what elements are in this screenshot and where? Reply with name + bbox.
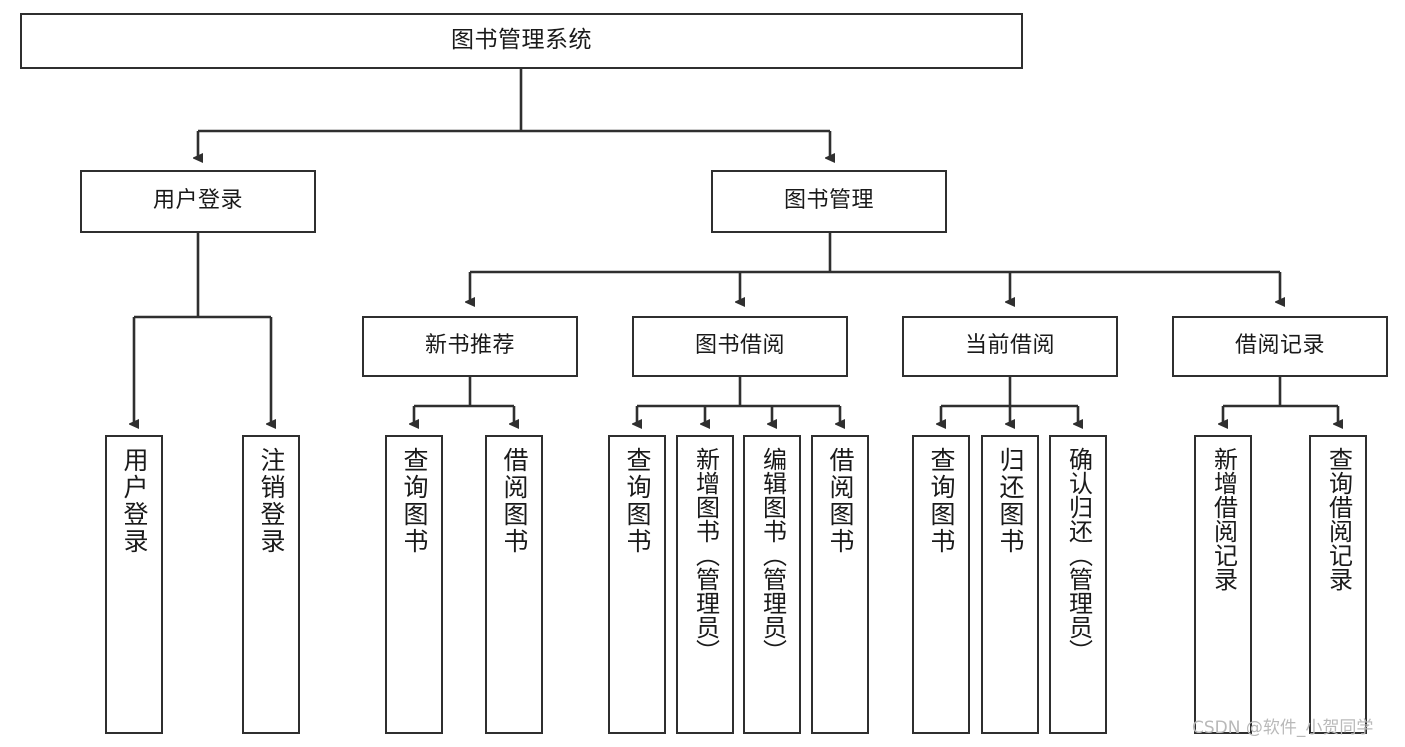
node-label: 新书推荐 (424, 333, 515, 359)
node-label: 图书管理系统 (451, 27, 592, 54)
node-label: 查询图书 (927, 447, 956, 555)
node-label: 用户登录 (120, 447, 149, 555)
node-label: 图书借阅 (694, 333, 785, 359)
node-leaf-query-record[interactable]: 查询借阅记录 (1309, 435, 1367, 734)
node-root-system[interactable]: 图书管理系统 (20, 13, 1023, 69)
node-label: 当前借阅 (964, 333, 1055, 359)
node-label: 借阅图书 (500, 447, 529, 555)
node-label: 借阅记录 (1234, 333, 1325, 359)
node-user-login[interactable]: 用户登录 (80, 170, 316, 233)
node-new-book-recommend[interactable]: 新书推荐 (362, 316, 578, 377)
node-leaf-edit-book[interactable]: 编辑图书（管理员） (743, 435, 801, 734)
node-leaf-confirm-return[interactable]: 确认归还（管理员） (1049, 435, 1107, 734)
node-current-borrow[interactable]: 当前借阅 (902, 316, 1118, 377)
node-label: 图书管理 (783, 188, 874, 214)
watermark: CSDN @软件_小贺同学 (1192, 718, 1374, 738)
node-book-borrow[interactable]: 图书借阅 (632, 316, 848, 377)
node-label: 归还图书 (996, 447, 1025, 555)
node-label: 确认归还（管理员） (1064, 447, 1093, 663)
node-leaf-add-record[interactable]: 新增借阅记录 (1194, 435, 1252, 734)
node-label: 用户登录 (152, 188, 243, 214)
node-label: 注销登录 (257, 447, 286, 555)
node-label: 新增图书（管理员） (691, 447, 720, 663)
node-leaf-query-book-2[interactable]: 查询图书 (608, 435, 666, 734)
node-label: 借阅图书 (826, 447, 855, 555)
node-leaf-add-book[interactable]: 新增图书（管理员） (676, 435, 734, 734)
node-leaf-return-book[interactable]: 归还图书 (981, 435, 1039, 734)
node-leaf-user-login[interactable]: 用户登录 (105, 435, 163, 734)
node-leaf-borrow-book-2[interactable]: 借阅图书 (811, 435, 869, 734)
node-label: 查询图书 (623, 447, 652, 555)
node-leaf-query-book-1[interactable]: 查询图书 (385, 435, 443, 734)
node-label: 查询图书 (400, 447, 429, 555)
node-label: 新增借阅记录 (1209, 447, 1238, 591)
node-leaf-borrow-book-1[interactable]: 借阅图书 (485, 435, 543, 734)
node-label: 编辑图书（管理员） (758, 447, 787, 663)
node-label: 查询借阅记录 (1324, 447, 1353, 591)
node-book-management[interactable]: 图书管理 (711, 170, 947, 233)
node-leaf-query-book-3[interactable]: 查询图书 (912, 435, 970, 734)
node-borrow-record[interactable]: 借阅记录 (1172, 316, 1388, 377)
node-leaf-logout-login[interactable]: 注销登录 (242, 435, 300, 734)
